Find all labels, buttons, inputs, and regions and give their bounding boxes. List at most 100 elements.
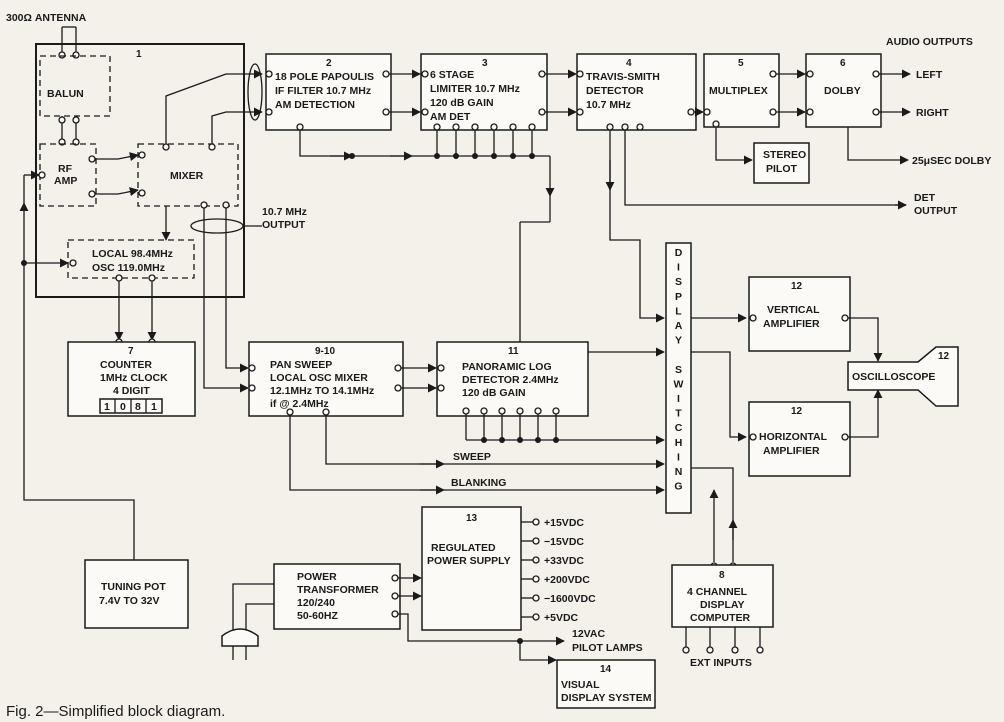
transformer-line-4: 50-60HZ: [297, 610, 338, 622]
supply-rail-terminal: [532, 575, 540, 583]
balun-label: BALUN: [47, 88, 84, 100]
display-switching-letter: L: [675, 305, 682, 317]
supply-rail-label: −1600VDC: [544, 593, 596, 605]
det-output-label-1: DET: [914, 192, 936, 204]
transformer-line-3: 120/240: [297, 597, 335, 609]
rf-amp-label-1: RF: [58, 163, 73, 175]
figure-caption: Fig. 2—Simplified block diagram.: [6, 703, 225, 720]
log-detector-line-2: DETECTOR 2.4MHz: [462, 374, 559, 386]
vertical-amp-line-2: AMPLIFIER: [763, 318, 820, 330]
pan-sweep-line-4: if @ 2.4MHz: [270, 398, 329, 410]
display-switching-letter: A: [675, 320, 683, 332]
horizontal-amp-line-1: HORIZONTAL: [759, 431, 828, 443]
display-switching-block: [665, 242, 692, 514]
supply-rail-label: −15VDC: [544, 536, 584, 548]
mixer-label: MIXER: [170, 170, 204, 182]
display-switching-letter: S: [675, 276, 682, 288]
display-computer-block: [671, 564, 774, 628]
visual-display-line-1: VISUAL: [561, 679, 600, 691]
local-osc-label-1: LOCAL 98.4MHz: [92, 248, 173, 260]
stereo-pilot-line-1: STEREO: [763, 149, 806, 161]
transformer-line-1: POWER: [297, 571, 337, 583]
antenna-label: 300Ω ANTENNA: [6, 12, 87, 24]
pan-sweep-line-2: LOCAL OSC MIXER: [270, 372, 368, 384]
supply-rail-terminal: [532, 518, 540, 526]
left-output-label: LEFT: [916, 69, 943, 81]
supply-rail-label: +15VDC: [544, 517, 584, 529]
dolby-number: 6: [840, 58, 846, 69]
power-supply-line-2: POWER SUPPLY: [427, 555, 511, 567]
counter-digit-2: 0: [120, 401, 126, 413]
display-switching-letter: N: [675, 466, 683, 478]
supply-rail-label: +5VDC: [544, 612, 579, 624]
counter-digit-3: 8: [135, 401, 141, 413]
horizontal-amp-block: [748, 401, 851, 477]
detector-line-2: DETECTOR: [586, 85, 644, 97]
display-switching-letter: S: [675, 364, 682, 376]
tuning-pot-line-2: 7.4V TO 32V: [99, 595, 160, 607]
power-supply-number: 13: [466, 513, 478, 524]
display-computer-line-3: COMPUTER: [690, 612, 751, 624]
counter-line-1: COUNTER: [100, 359, 152, 371]
dolby-output-label: 25μSEC DOLBY: [912, 155, 991, 167]
det-output-label-2: OUTPUT: [914, 205, 958, 217]
visual-display-block: [556, 659, 656, 709]
pan-sweep-line-3: 12.1MHz TO 14.1MHz: [270, 385, 374, 397]
if-filter-line-3: AM DETECTION: [275, 99, 355, 111]
display-switching-letter: G: [674, 481, 682, 493]
pilot-lamps-label-2: PILOT LAMPS: [572, 642, 643, 654]
pan-sweep-number: 9-10: [315, 346, 335, 357]
vertical-amp-block: [748, 276, 851, 352]
frontend-number: 1: [136, 49, 142, 60]
if-output-label-2: OUTPUT: [262, 219, 306, 231]
display-switching-letter: I: [677, 262, 680, 274]
horizontal-amp-number: 12: [791, 406, 803, 417]
stereo-pilot-line-2: PILOT: [766, 163, 798, 175]
display-switching-letter: I: [677, 451, 680, 463]
display-switching-letter: C: [675, 422, 683, 434]
display-switching-letter: I: [677, 393, 680, 405]
supply-rails: +15VDC−15VDC+33VDC+200VDC−1600VDC+5VDC: [521, 517, 596, 624]
transformer-line-2: TRANSFORMER: [297, 584, 379, 596]
limiter-number: 3: [482, 58, 488, 69]
visual-display-line-2: DISPLAY SYSTEM: [561, 692, 652, 704]
right-output-label: RIGHT: [916, 107, 949, 119]
counter-digit-1: 1: [104, 401, 110, 413]
limiter-line-3: 120 dB GAIN: [430, 97, 494, 109]
limiter-line-2: LIMITER 10.7 MHz: [430, 83, 520, 95]
tuning-pot-block: [84, 559, 189, 629]
vertical-amp-number: 12: [791, 281, 803, 292]
detector-line-3: 10.7 MHz: [586, 99, 631, 111]
if-filter-number: 2: [326, 58, 332, 69]
detector-block: [576, 53, 697, 131]
multiplex-number: 5: [738, 58, 744, 69]
counter-digit-4: 1: [151, 401, 157, 413]
stereo-pilot-block: [753, 142, 810, 184]
detector-number: 4: [626, 58, 632, 69]
oscilloscope-label: OSCILLOSCOPE: [852, 371, 935, 383]
visual-display-number: 14: [600, 664, 612, 675]
dolby-label: DOLBY: [824, 85, 861, 97]
display-switching-letter: P: [675, 291, 682, 303]
display-computer-number: 8: [719, 570, 725, 581]
log-detector-line-1: PANORAMIC LOG: [462, 361, 552, 373]
display-computer-line-1: 4 CHANNEL: [687, 586, 748, 598]
counter-number: 7: [128, 346, 134, 357]
counter-line-2: 1MHz CLOCK: [100, 372, 168, 384]
local-osc-label-2: OSC 119.0MHz: [92, 262, 165, 274]
rf-amp-label-2: AMP: [54, 175, 77, 187]
if-filter-line-2: IF FILTER 10.7 MHz: [275, 85, 371, 97]
power-plug-icon: [221, 583, 274, 660]
ext-inputs-label: EXT INPUTS: [690, 657, 752, 669]
supply-rail-terminal: [532, 613, 540, 621]
supply-rail-terminal: [532, 537, 540, 545]
blanking-label: BLANKING: [451, 477, 506, 489]
mixer-block: [137, 143, 239, 207]
display-switching-letter: D: [675, 247, 683, 259]
oscilloscope-number: 12: [938, 351, 950, 362]
supply-rail-label: +200VDC: [544, 574, 590, 586]
audio-outputs-label: AUDIO OUTPUTS: [886, 36, 973, 48]
log-detector-block: [436, 341, 589, 417]
